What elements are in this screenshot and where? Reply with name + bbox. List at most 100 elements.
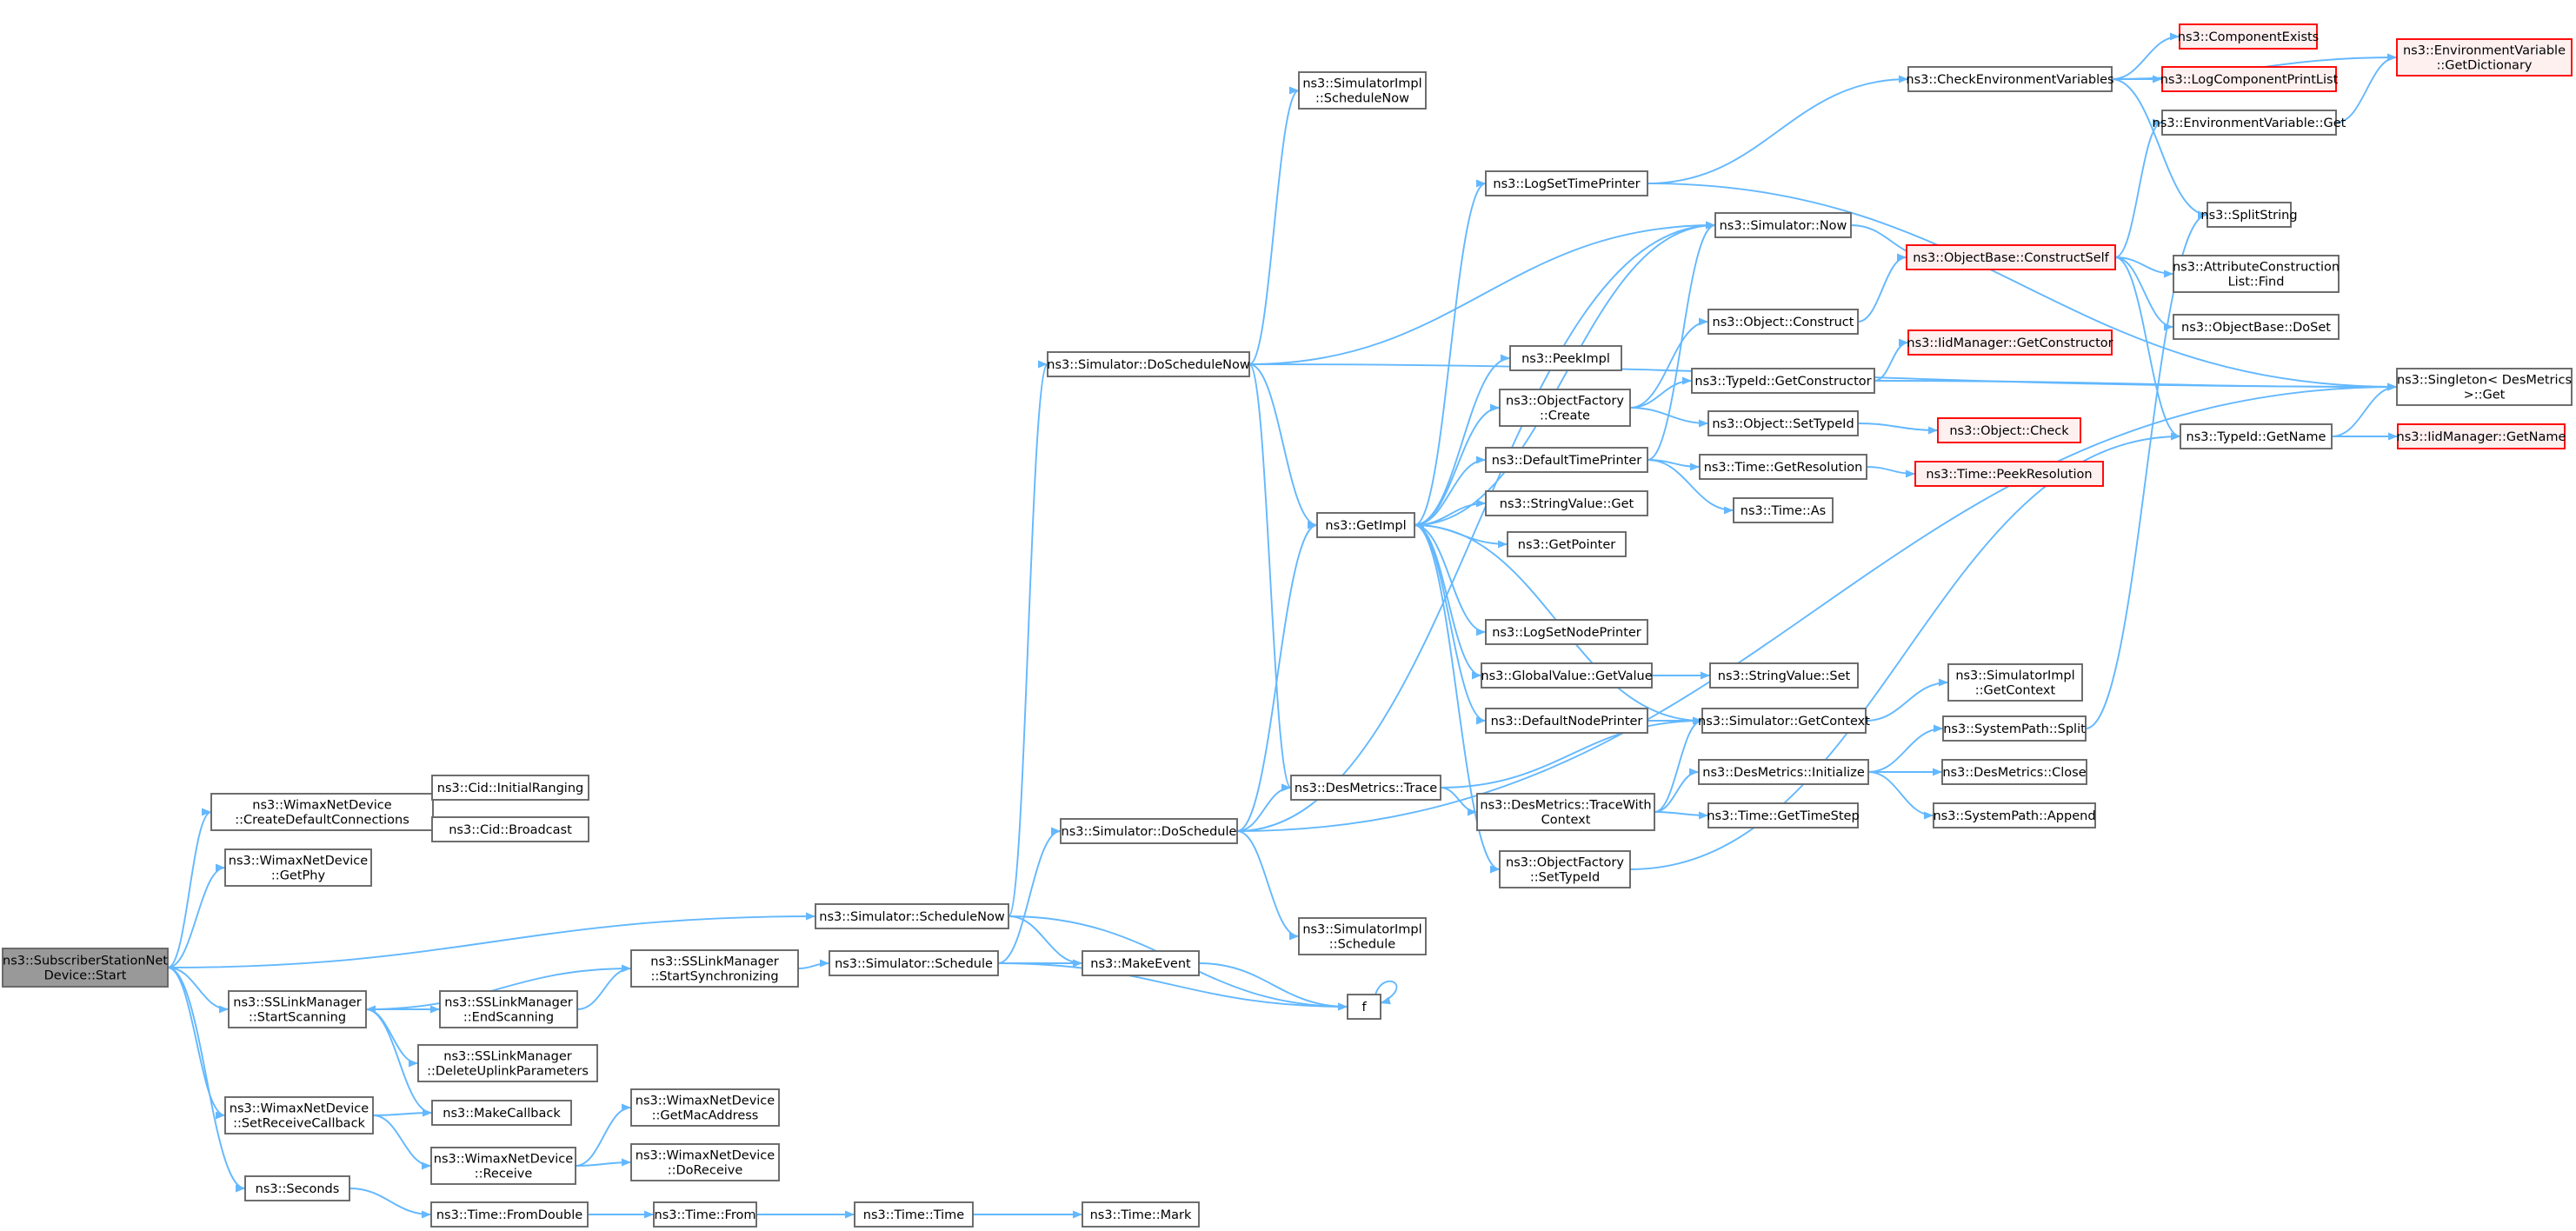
edge-tidgn-iidgn (2332, 432, 2398, 441)
edge-line (365, 1008, 419, 1064)
edge-line (167, 811, 212, 968)
node-cidir[interactable]: ns3::Cid::InitialRanging (431, 775, 589, 801)
node-logcpl[interactable]: ns3::LogComponentPrintList (2160, 66, 2339, 92)
node-getptr[interactable]: ns3::GetPointer (1507, 531, 1627, 557)
node-from[interactable]: ns3::Time::From (653, 1201, 757, 1228)
node-seconds[interactable]: ns3::Seconds (244, 1175, 350, 1201)
node-lognp[interactable]: ns3::LogSetNodePrinter (1485, 619, 1648, 645)
node-ofcreate[interactable]: ns3::ObjectFactory::Create (1499, 389, 1631, 427)
edge-line (1857, 423, 1939, 431)
node-cev[interactable]: ns3::CheckEnvironmentVariables (1906, 66, 2114, 92)
node-ssstart[interactable]: ns3::SSLinkManager::StartScanning (228, 990, 367, 1028)
edge-recv-dorecv (575, 1158, 632, 1167)
node-simnow[interactable]: ns3::Simulator::Now (1714, 212, 1852, 238)
edge-arrowhead (1897, 253, 1907, 262)
edge-dosn-trace (1248, 363, 1292, 792)
node-label: f (1361, 1001, 1367, 1015)
node-peek[interactable]: ns3::PeekImpl (1509, 345, 1622, 371)
node-timeas[interactable]: ns3::Time::As (1733, 497, 1834, 523)
node-deftp[interactable]: ns3::DefaultTimePrinter (1485, 447, 1648, 473)
node-defnp[interactable]: ns3::DefaultNodePrinter (1485, 708, 1648, 734)
edge-line (1414, 459, 1487, 526)
node-tidgn[interactable]: ns3::TypeId::GetName (2180, 423, 2333, 449)
node-impgc[interactable]: ns3::SimulatorImpl::GetContext (1947, 663, 2083, 702)
node-spsplit[interactable]: ns3::SystemPath::Split (1942, 715, 2087, 742)
node-svget[interactable]: ns3::StringValue::Get (1485, 490, 1648, 516)
node-timegr[interactable]: ns3::Time::GetResolution (1699, 454, 1867, 480)
node-dminit[interactable]: ns3::DesMetrics::Initialize (1698, 759, 1869, 785)
node-iidgn[interactable]: ns3::IidManager::GetName (2397, 423, 2566, 449)
node-simsn[interactable]: ns3::Simulator::ScheduleNow (815, 903, 1009, 929)
node-label: ns3::TypeId::GetConstructor (1694, 375, 1871, 389)
node-getphy[interactable]: ns3::WimaxNetDevice::GetPhy (224, 848, 372, 887)
edge-line (1248, 363, 1318, 526)
node-box (1509, 345, 1622, 371)
edge-recv-getmac (575, 1103, 632, 1167)
edge-arrowhead (1924, 811, 1934, 820)
edge-tracectx-simgc (1654, 716, 1703, 813)
node-getmac[interactable]: ns3::WimaxNetDevice::GetMacAddress (630, 1088, 780, 1127)
node-obdoset[interactable]: ns3::ObjectBase::DoSet (2173, 314, 2340, 340)
node-impsched[interactable]: ns3::SimulatorImpl::Schedule (1298, 917, 1427, 955)
node-recv[interactable]: ns3::WimaxNetDevice::Receive (430, 1147, 576, 1185)
node-label: ns3::Object::Construct (1713, 316, 1854, 329)
node-f[interactable]: f (1347, 994, 1381, 1020)
edge-line (1248, 90, 1300, 365)
node-envget[interactable]: ns3::EnvironmentVariable::Get (2153, 110, 2346, 136)
node-peekres[interactable]: ns3::Time::PeekResolution (1914, 461, 2104, 487)
node-sssync[interactable]: ns3::SSLinkManager::StartSynchronizing (630, 949, 799, 988)
node-label: ns3::StringValue::Get (1500, 497, 1634, 511)
edge-makeev-f (1198, 962, 1348, 1011)
node-dorecv[interactable]: ns3::WimaxNetDevice::DoReceive (630, 1143, 780, 1181)
node-envdict[interactable]: ns3::EnvironmentVariable::GetDictionary (2396, 38, 2573, 77)
node-cidbc[interactable]: ns3::Cid::Broadcast (431, 816, 589, 842)
node-timetime[interactable]: ns3::Time::Time (854, 1201, 974, 1228)
node-objcheck[interactable]: ns3::Object::Check (1937, 417, 2081, 443)
node-impsn[interactable]: ns3::SimulatorImpl::ScheduleNow (1298, 71, 1427, 110)
node-cdc[interactable]: ns3::WimaxNetDevice::CreateDefaultConnec… (210, 793, 434, 831)
node-simsched[interactable]: ns3::Simulator::Schedule (829, 950, 999, 976)
node-dosn[interactable]: ns3::Simulator::DoScheduleNow (1047, 351, 1250, 377)
edge-sssync-simsched (797, 959, 830, 969)
node-dmclose[interactable]: ns3::DesMetrics::Close (1941, 759, 2087, 785)
node-obcs[interactable]: ns3::ObjectBase::ConstructSelf (1906, 244, 2116, 270)
node-box (417, 1044, 598, 1082)
node-gvget[interactable]: ns3::GlobalValue::GetValue (1481, 662, 1653, 689)
node-spappend[interactable]: ns3::SystemPath::Append (1933, 802, 2096, 828)
node-objcon[interactable]: ns3::Object::Construct (1707, 309, 1859, 335)
node-ssdel[interactable]: ns3::SSLinkManager::DeleteUplinkParamete… (417, 1044, 598, 1082)
node-label: ns3::GlobalValue::GetValue (1481, 669, 1652, 683)
edge-arrowhead (366, 1005, 376, 1014)
node-compex[interactable]: ns3::ComponentExists (2178, 23, 2320, 50)
node-logtp[interactable]: ns3::LogSetTimePrinter (1485, 170, 1648, 196)
node-fromdbl[interactable]: ns3::Time::FromDouble (430, 1201, 589, 1228)
node-singget[interactable]: ns3::Singleton< DesMetrics>::Get (2396, 368, 2573, 406)
node-simgc[interactable]: ns3::Simulator::GetContext (1698, 708, 1870, 734)
node-mark[interactable]: ns3::Time::Mark (1082, 1201, 1200, 1228)
node-iidgc[interactable]: ns3::IidManager::GetConstructor (1907, 329, 2113, 356)
node-label: Context (1541, 814, 1591, 828)
node-makeev[interactable]: ns3::MakeEvent (1082, 950, 1200, 976)
node-timegts[interactable]: ns3::Time::GetTimeStep (1707, 802, 1860, 828)
node-ssend[interactable]: ns3::SSLinkManager::EndScanning (439, 990, 578, 1028)
edge-line (1629, 380, 1693, 409)
node-split[interactable]: ns3::SplitString (2200, 202, 2298, 228)
node-ofsettid[interactable]: ns3::ObjectFactory::SetTypeId (1499, 850, 1631, 888)
node-getimpl[interactable]: ns3::GetImpl (1316, 512, 1415, 538)
node-tidgc[interactable]: ns3::TypeId::GetConstructor (1691, 368, 1875, 394)
node-trace[interactable]: ns3::DesMetrics::Trace (1290, 775, 1441, 801)
node-makecb[interactable]: ns3::MakeCallback (431, 1100, 572, 1126)
edge-seconds-fromdbl (349, 1188, 432, 1219)
edge-arrowhead (422, 1210, 431, 1219)
edge-dosn-getimpl (1248, 363, 1318, 529)
node-label: ns3::DesMetrics::Initialize (1702, 766, 1865, 780)
node-setrcb[interactable]: ns3::WimaxNetDevice::SetReceiveCallback (224, 1096, 374, 1135)
node-dosched[interactable]: ns3::Simulator::DoSchedule (1060, 818, 1238, 844)
node-svset[interactable]: ns3::StringValue::Set (1709, 662, 1859, 689)
edge-arrowhead (216, 1111, 225, 1120)
node-objstid[interactable]: ns3::Object::SetTypeId (1707, 410, 1859, 436)
edge-line (2114, 256, 2181, 437)
